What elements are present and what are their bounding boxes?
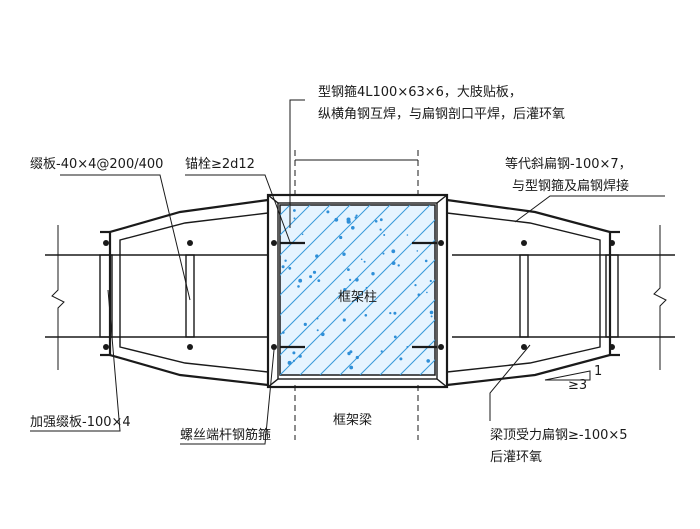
label-column: 框架柱	[338, 290, 377, 305]
frame-beam	[45, 225, 675, 370]
label-slope-2: ≥3	[568, 378, 587, 393]
label-threaded-hoop: 螺丝端杆钢筋箍	[180, 427, 271, 443]
label-batten: 缀板-40×4@200/400	[30, 157, 163, 172]
label-anchor: 锚栓≥2d12	[185, 157, 255, 172]
label-reinforced-batten: 加强缀板-100×4	[30, 415, 131, 430]
battens	[99, 254, 619, 338]
label-diagonal-flat-2: 与型钢箍及扁钢焊接	[512, 178, 629, 194]
label-diagonal-flat: 等代斜扁钢-100×7，	[505, 156, 632, 172]
label-top-flat: 梁顶受力扁钢≥-100×5	[490, 428, 628, 443]
leader-lines	[30, 99, 665, 445]
label-steel-hoop: 型钢箍4L100×63×6，大肢贴板，	[318, 84, 522, 100]
frame-column	[279, 204, 436, 376]
label-beam: 框架梁	[333, 413, 372, 428]
label-steel-hoop-2: 纵横角钢互焊，与扁钢剖口平焊，后灌环氧	[318, 106, 565, 122]
label-slope: 1	[594, 364, 602, 379]
beam-dashed-lines	[294, 150, 419, 440]
slope-indicator	[544, 370, 591, 381]
steel-hoop	[266, 193, 449, 389]
column-aggregate	[281, 209, 434, 370]
anchor-bolts	[103, 240, 615, 350]
label-top-flat-2: 后灌环氧	[490, 450, 542, 465]
